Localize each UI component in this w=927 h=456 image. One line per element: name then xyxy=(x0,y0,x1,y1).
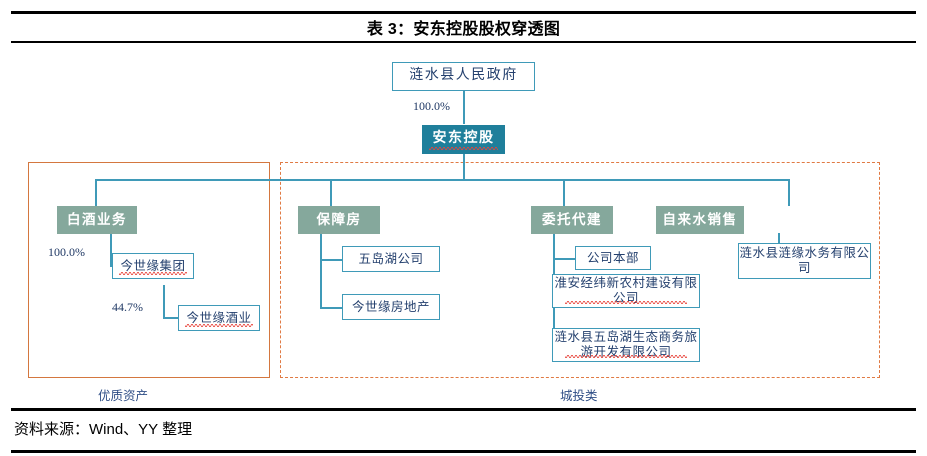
percent-gov-to-holding: 100.0% xyxy=(413,99,450,113)
node-headquarters[interactable]: 公司本部 xyxy=(575,246,651,270)
connector-bus-to-baozhangfang xyxy=(330,179,332,206)
node-wudaohu-company[interactable]: 五岛湖公司 xyxy=(342,246,440,272)
node-baijiu-business[interactable]: 白酒业务 xyxy=(57,206,137,234)
connector-baozhangfang-spine xyxy=(320,233,322,309)
node-lianyuan-water[interactable]: 涟水县涟缘水务有限公司 xyxy=(738,243,871,279)
node-affordable-housing[interactable]: 保障房 xyxy=(298,206,380,234)
node-jinshiyuan-liquor-label: 今世缘酒业 xyxy=(186,310,252,325)
node-tap-water-sales[interactable]: 自来水销售 xyxy=(656,206,744,234)
connector-main-bus xyxy=(95,179,788,181)
node-government[interactable]: 涟水县人民政府 xyxy=(392,62,535,91)
percent-group-to-liquor: 44.7% xyxy=(112,300,143,314)
connector-bus-to-weituodaijian xyxy=(563,179,565,206)
node-holding-label: 安东控股 xyxy=(432,131,495,147)
title-rule-top xyxy=(11,11,916,14)
node-entrusted-construction[interactable]: 委托代建 xyxy=(531,206,613,234)
group-label-quality-assets: 优质资产 xyxy=(98,389,149,403)
connector-baozhangfang-to-realestate xyxy=(320,307,342,309)
node-jinshiyuan-group-label: 今世缘集团 xyxy=(120,258,186,273)
connector-weituo-to-headquarters xyxy=(553,258,575,260)
node-lianshui-wudaohu-tourism[interactable]: 涟水县五岛湖生态商务旅游开发有限公司 xyxy=(552,328,700,362)
node-huaian-jingwei[interactable]: 淮安经纬新农村建设有限公司 xyxy=(552,274,700,308)
node-jinshiyuan-realestate[interactable]: 今世缘房地产 xyxy=(342,294,440,320)
connector-baijiu-stem xyxy=(110,233,112,266)
connector-group-stem xyxy=(163,285,165,318)
node-holding[interactable]: 安东控股 xyxy=(422,125,505,154)
group-frame-urban-investment xyxy=(280,162,880,378)
connector-bus-to-zilaishui xyxy=(788,179,790,206)
node-lianyuan-water-label: 涟水县涟缘水务有限公司 xyxy=(739,246,870,275)
node-jinshiyuan-liquor[interactable]: 今世缘酒业 xyxy=(178,305,260,331)
connector-holding-to-bus xyxy=(463,154,465,180)
connector-gov-to-holding xyxy=(463,91,465,124)
title-rule-bottom xyxy=(11,41,916,43)
connector-baozhangfang-to-wudaohu xyxy=(320,259,342,261)
group-frame-quality-assets xyxy=(28,162,270,378)
page-title: 表 3：安东控股股权穿透图 xyxy=(366,21,561,38)
node-jinshiyuan-realestate-label: 今世缘房地产 xyxy=(351,299,430,314)
node-lianshui-wudaohu-tourism-label: 涟水县五岛湖生态商务旅游开发有限公司 xyxy=(554,330,698,359)
connector-bus-to-baijiu xyxy=(95,179,97,206)
connector-group-to-liquor xyxy=(163,317,181,319)
source-note: 资料来源：Wind、YY 整理 xyxy=(14,421,193,438)
node-huaian-jingwei-label: 淮安经纬新农村建设有限公司 xyxy=(554,276,698,305)
percent-baijiu-to-group: 100.0% xyxy=(48,245,85,259)
footer-rule-bottom xyxy=(11,450,916,453)
group-label-urban-investment: 城投类 xyxy=(560,389,598,403)
footer-rule-top xyxy=(11,408,916,411)
node-jinshiyuan-group[interactable]: 今世缘集团 xyxy=(112,253,194,279)
